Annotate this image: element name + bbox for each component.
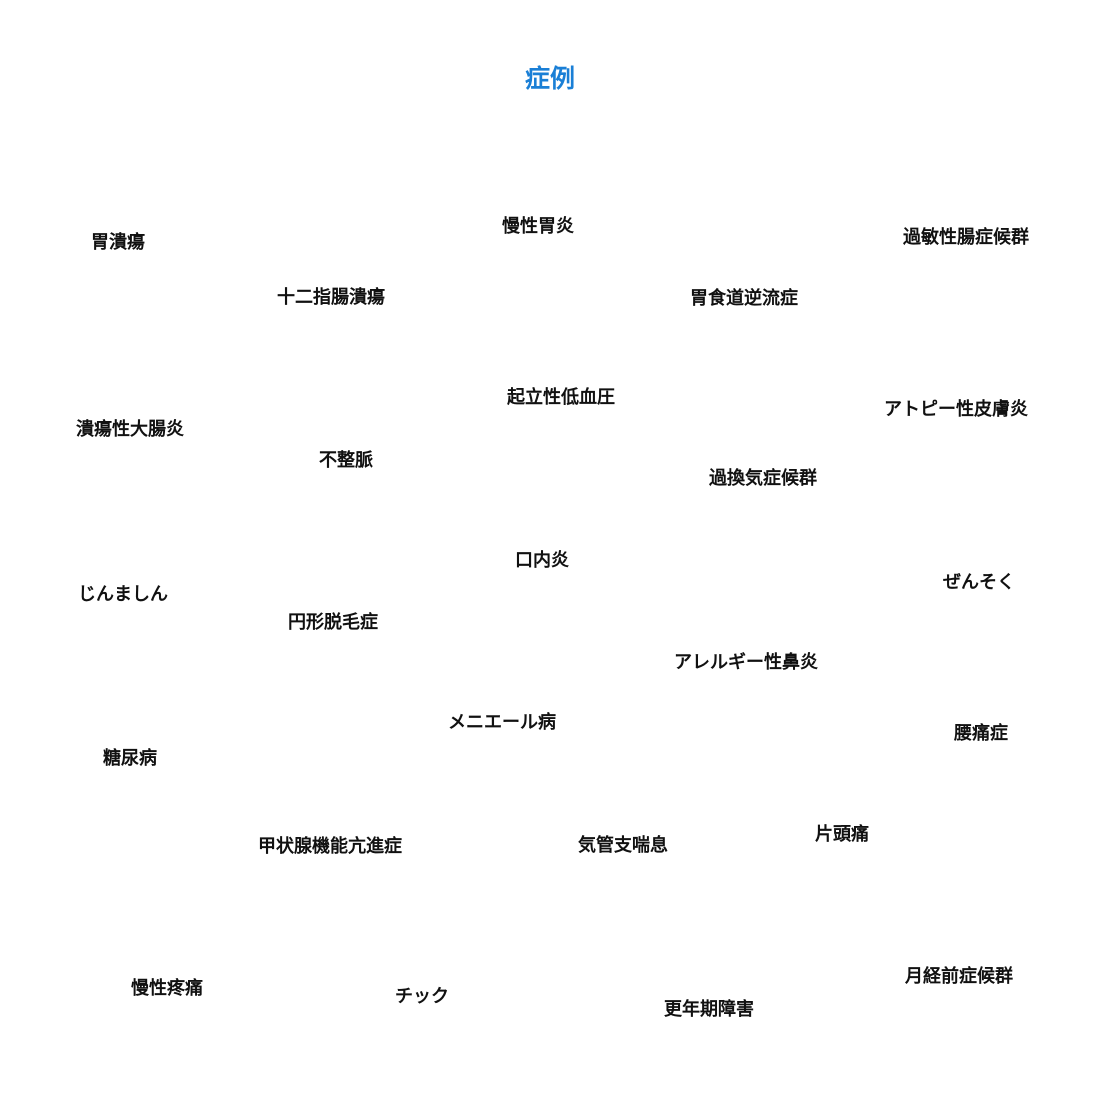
term-label: アトピー性皮膚炎 [884,399,1028,420]
term-label: 甲状腺機能亢進症 [258,836,402,857]
term-label: 円形脱毛症 [288,612,378,633]
term-label: 過敏性腸症候群 [903,227,1029,248]
term-label: アレルギー性鼻炎 [674,652,818,673]
term-label: 過換気症候群 [709,468,817,489]
term-label: 潰瘍性大腸炎 [76,419,184,440]
term-label: 腰痛症 [954,723,1008,744]
term-label: 口内炎 [515,550,569,571]
term-label: メニエール病 [448,712,556,733]
term-label: 片頭痛 [815,824,869,845]
term-label: じんましん [78,584,168,605]
term-label: 胃食道逆流症 [690,288,798,309]
term-label: 慢性疼痛 [131,978,203,999]
page-title: 症例 [524,64,575,93]
term-label: 月経前症候群 [905,966,1013,987]
term-label: 起立性低血圧 [507,387,615,408]
term-label: ぜんそく [943,572,1015,593]
term-label: 更年期障害 [664,999,754,1020]
term-label: チック [395,986,449,1007]
term-label: 十二指腸潰瘍 [277,287,385,308]
term-label: 糖尿病 [103,748,157,769]
term-label: 気管支喘息 [578,835,668,856]
term-label: 胃潰瘍 [91,232,145,253]
term-label: 不整脈 [319,450,373,471]
term-label: 慢性胃炎 [502,216,574,237]
